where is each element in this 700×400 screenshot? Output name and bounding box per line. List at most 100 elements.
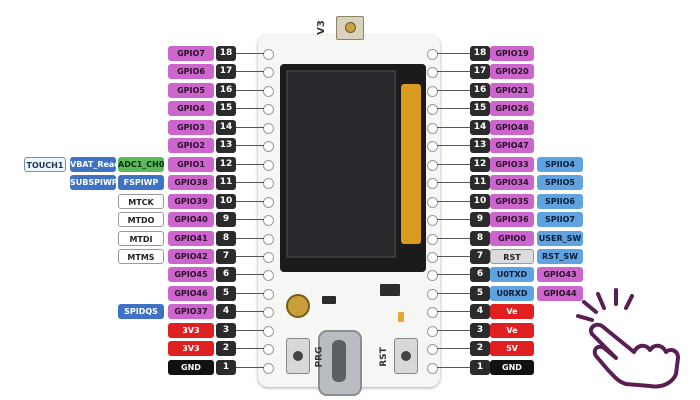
header-hole: [263, 233, 274, 245]
pin-leader-line: [437, 163, 471, 165]
left-pin-label: GPIO38: [168, 175, 214, 191]
left-pin-label: GPIO45: [168, 267, 214, 283]
right-pin-function: SPIIO5: [537, 175, 583, 191]
pin-leader-line: [437, 126, 471, 128]
header-hole: [263, 325, 274, 337]
pin-leader-line: [236, 292, 264, 294]
pin-leader-line: [437, 71, 471, 73]
oled-screen: [286, 70, 396, 258]
pin-leader-line: [236, 255, 264, 257]
left-pin-function: ADC1_CH0: [118, 156, 164, 172]
pin-leader-line: [437, 145, 471, 147]
pin-leader-line: [437, 200, 471, 202]
left-pin-number: 5: [216, 285, 236, 301]
right-pin-number: 11: [470, 175, 490, 191]
right-pin-number: 18: [470, 46, 490, 61]
left-pin-label: GPIO39: [168, 193, 214, 209]
left-pin-label: GPIO42: [168, 248, 214, 264]
header-hole: [427, 215, 438, 227]
pin-leader-line: [437, 182, 471, 184]
left-pin-label: GPIO2: [168, 138, 214, 154]
pin-leader-line: [437, 274, 471, 276]
right-pin-number: 14: [470, 119, 490, 135]
left-pin-function: VBAT_Read: [70, 156, 116, 172]
left-pin-number: 4: [216, 304, 236, 320]
left-pin-function: SPIDQS: [118, 304, 164, 320]
pin-leader-line: [236, 108, 264, 110]
pin-leader-line: [236, 53, 264, 54]
left-pin-function: TOUCH1: [24, 156, 66, 172]
left-pin-label: GPIO1: [168, 156, 214, 172]
right-pin-label: GPIO33: [490, 156, 534, 172]
right-pin-number: 2: [470, 341, 490, 357]
right-pin-function: SPIIO4: [537, 156, 583, 172]
left-pin-number: 11: [216, 175, 236, 191]
left-pin-label: 3V3: [168, 341, 214, 357]
header-hole: [263, 344, 274, 356]
header-hole: [427, 67, 438, 79]
pin-leader-line: [236, 366, 264, 368]
usb-c-port: [318, 330, 362, 396]
left-pin-label: GPIO46: [168, 285, 214, 301]
right-pin-label: Ve: [490, 304, 534, 320]
left-pin-function: MTDI: [118, 230, 164, 246]
pin-leader-line: [236, 348, 264, 350]
header-hole: [427, 251, 438, 263]
left-pin-number: 18: [216, 46, 236, 61]
header-hole: [263, 85, 274, 97]
pin-leader-line: [437, 108, 471, 110]
board-version-label: V3: [315, 20, 327, 35]
right-pin-number: 12: [470, 156, 490, 172]
left-pin-function: MTMS: [118, 248, 164, 264]
header-hole: [263, 159, 274, 171]
left-pin-number: 3: [216, 322, 236, 338]
header-hole: [263, 251, 274, 263]
header-hole: [427, 141, 438, 153]
right-pin-label: GPIO48: [490, 119, 534, 135]
header-hole: [427, 196, 438, 208]
left-pin-number: 9: [216, 212, 236, 228]
pin-leader-line: [437, 366, 471, 368]
antenna-connector: [336, 16, 364, 40]
header-hole: [427, 307, 438, 319]
left-pin-number: 10: [216, 193, 236, 209]
left-pin-number: 1: [216, 359, 236, 375]
pin-leader-line: [437, 53, 471, 54]
right-pin-function: GPIO44: [537, 285, 583, 301]
pin-leader-line: [236, 126, 264, 128]
battery-connector: [286, 294, 310, 318]
left-pin-number: 14: [216, 119, 236, 135]
left-pin-function: FSPIWP: [118, 175, 164, 191]
left-pin-number: 15: [216, 101, 236, 117]
right-pin-number: 4: [470, 304, 490, 320]
rst-silk-label: RST: [378, 347, 389, 367]
header-hole: [263, 196, 274, 208]
pin-leader-line: [437, 219, 471, 221]
rst-button[interactable]: [394, 338, 418, 374]
right-pin-number: 13: [470, 138, 490, 154]
left-pin-number: 16: [216, 82, 236, 98]
header-hole: [263, 67, 274, 79]
header-hole: [263, 362, 274, 374]
pin-leader-line: [437, 255, 471, 257]
left-pin-label: GPIO6: [168, 64, 214, 80]
header-hole: [427, 344, 438, 356]
header-hole: [263, 49, 274, 60]
left-pin-label: GPIO3: [168, 119, 214, 135]
right-pin-function: GPIO43: [537, 267, 583, 283]
left-pin-label: GND: [168, 359, 214, 375]
header-hole: [263, 141, 274, 153]
pin-leader-line: [437, 292, 471, 294]
prg-button[interactable]: [286, 338, 310, 374]
right-pin-label: Ve: [490, 322, 534, 338]
left-pin-label: GPIO4: [168, 101, 214, 117]
smd-component: [322, 296, 336, 304]
left-pin-label: GPIO7: [168, 46, 214, 61]
left-pin-number: 7: [216, 248, 236, 264]
left-pin-number: 6: [216, 267, 236, 283]
pin-leader-line: [437, 89, 471, 91]
right-pin-number: 8: [470, 230, 490, 246]
prg-silk-label: PRG: [314, 346, 325, 368]
header-hole: [263, 122, 274, 134]
right-pin-label: U0RXD: [490, 285, 534, 301]
